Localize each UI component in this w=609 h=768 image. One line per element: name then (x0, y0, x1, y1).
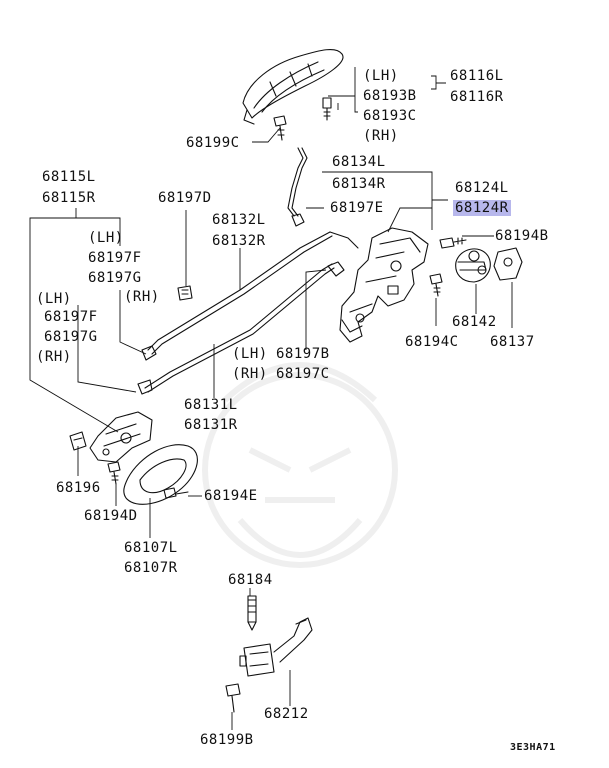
label-68132L[interactable]: 68132L (212, 212, 266, 228)
door-check-68212[interactable] (239, 617, 313, 677)
label-68116L[interactable]: 68116L (450, 68, 504, 84)
rod-68132[interactable] (147, 231, 359, 355)
label-68131R[interactable]: 68131R (184, 417, 238, 433)
label-68115L[interactable]: 68115L (42, 169, 96, 185)
screw-68199C[interactable] (273, 115, 287, 141)
rod-68131[interactable] (144, 263, 335, 393)
label-68194D[interactable]: 68194D (84, 508, 138, 524)
label-68194B[interactable]: 68194B (495, 228, 549, 244)
label-68107L[interactable]: 68107L (124, 540, 178, 556)
label-68107R[interactable]: 68107R (124, 560, 178, 576)
label-68131L[interactable]: 68131L (184, 397, 238, 413)
inside-handle-bezel-68107[interactable] (123, 444, 198, 505)
diagram-code: 3E3HA71 (510, 742, 556, 753)
label-rh-left: (RH) (36, 349, 72, 365)
label-rh-top: (RH) (363, 128, 399, 144)
watermark-emblem (202, 362, 398, 568)
label-68137[interactable]: 68137 (490, 334, 535, 350)
label-68142[interactable]: 68142 (452, 314, 497, 330)
label-68115R[interactable]: 68115R (42, 190, 96, 206)
screw-68194B[interactable] (439, 237, 467, 249)
label-68199C[interactable]: 68199C (186, 135, 240, 151)
label-68199B[interactable]: 68199B (200, 732, 254, 748)
label-68193B[interactable]: 68193B (363, 88, 417, 104)
label-lh-left: (LH) (36, 291, 72, 307)
label-68124L[interactable]: 68124L (455, 180, 509, 196)
screw-68194E[interactable] (163, 487, 189, 499)
label-68193C[interactable]: 68193C (363, 108, 417, 124)
label-68194C[interactable]: 68194C (405, 334, 459, 350)
label-68212[interactable]: 68212 (264, 706, 309, 722)
label-lh-mid: (LH) (88, 230, 124, 246)
screw-68194D[interactable] (107, 461, 121, 485)
label-68197E[interactable]: 68197E (330, 200, 384, 216)
clip-68197F[interactable] (141, 345, 157, 361)
leader-lines (29, 67, 513, 730)
striker-68142[interactable] (455, 248, 491, 283)
clip-68196[interactable] (69, 431, 87, 451)
label-68197F-b[interactable]: 68197F (44, 309, 98, 325)
screw-68199B[interactable] (225, 683, 241, 713)
label-68197C[interactable]: 68197C (276, 366, 330, 382)
inside-handle-bracket-68115[interactable] (89, 411, 153, 463)
rod-68134[interactable] (287, 147, 308, 217)
label-rh-mid: (RH) (124, 289, 160, 305)
label-68197F-a[interactable]: 68197F (88, 250, 142, 266)
label-68132R[interactable]: 68132R (212, 233, 266, 249)
screw-68193[interactable] (322, 97, 332, 121)
clip-68197G[interactable] (137, 379, 153, 395)
label-lh-top: (LH) (363, 68, 399, 84)
label-68197D[interactable]: 68197D (158, 190, 212, 206)
pin-68184[interactable] (247, 595, 257, 631)
label-68194E[interactable]: 68194E (204, 488, 258, 504)
clip-68197E[interactable] (291, 213, 305, 227)
clip-68197D[interactable] (177, 285, 193, 301)
label-68134L[interactable]: 68134L (332, 154, 386, 170)
clip-68197B[interactable] (327, 261, 345, 277)
outside-handle-68116[interactable] (242, 48, 344, 125)
label-68196[interactable]: 68196 (56, 480, 101, 496)
label-68197G-a[interactable]: 68197G (88, 270, 142, 286)
label-68197G-b[interactable]: 68197G (44, 329, 98, 345)
door-lock-actuator-68124[interactable] (339, 227, 429, 343)
label-68124R-highlighted[interactable]: 68124R (453, 200, 511, 216)
label-68116R[interactable]: 68116R (450, 89, 504, 105)
label-68197B[interactable]: 68197B (276, 346, 330, 362)
label-68134R[interactable]: 68134R (332, 176, 386, 192)
label-lh-b: (LH) (232, 346, 268, 362)
screw-68194C[interactable] (429, 273, 443, 297)
shim-68137[interactable] (493, 247, 523, 281)
label-68184[interactable]: 68184 (228, 572, 273, 588)
label-rh-c: (RH) (232, 366, 268, 382)
